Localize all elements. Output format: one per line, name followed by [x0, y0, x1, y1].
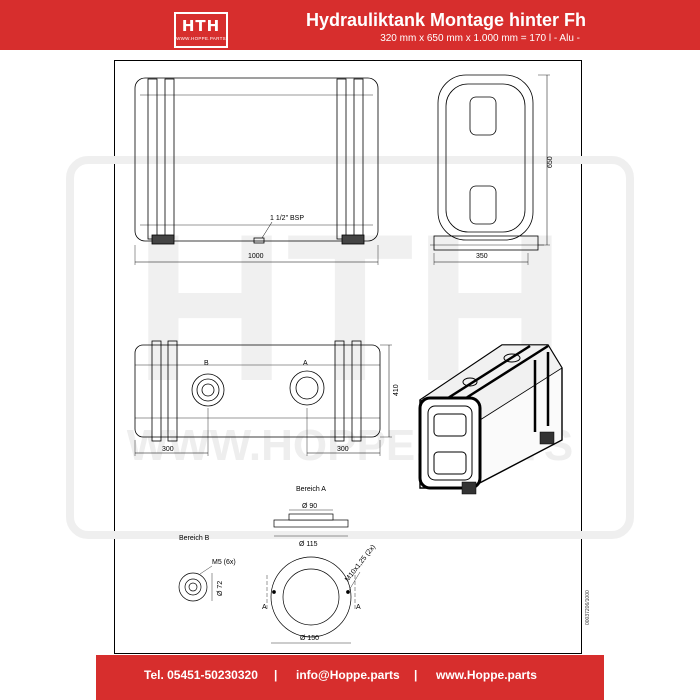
footer-phone: Tel. 05451-50230320	[144, 668, 258, 682]
section-a-left-label: A	[262, 604, 267, 611]
drawing-number: 00037206/1000	[585, 590, 591, 625]
m10-label: M10x1,25 (2x)	[344, 544, 377, 584]
logo-subtext: WWW.HOPPE.PARTS	[176, 36, 226, 41]
footer-website[interactable]: www.Hoppe.parts	[436, 668, 537, 682]
dia-150-label: Ø 150	[300, 635, 319, 642]
footer-bar: Tel. 05451-50230320 | info@Hoppe.parts |…	[96, 655, 604, 700]
bsp-label: 1 1/2" BSP	[270, 215, 304, 222]
footer-separator: |	[274, 668, 278, 682]
front-view	[430, 74, 550, 265]
drawing-frame	[114, 60, 582, 654]
dim-410-label: 410	[393, 384, 400, 396]
page-title: Hydrauliktank Montage hinter Fh	[305, 10, 586, 30]
dia-72-label: Ø 72	[217, 581, 224, 596]
logo-text: HTH	[181, 17, 221, 35]
detail-bereich-a	[266, 509, 361, 644]
page-subtitle: 320 mm x 650 mm x 1.000 mm = 170 l - Alu…	[380, 33, 580, 44]
side-view	[134, 77, 379, 265]
section-a-right-label: A	[356, 604, 361, 611]
dim-650-label: 650	[547, 156, 554, 168]
port-b-label: B	[204, 360, 209, 367]
dim-1000-label: 1000	[248, 253, 264, 260]
bereich-a-title: Bereich A	[296, 486, 326, 493]
port-a-label: A	[303, 360, 308, 367]
top-view	[134, 340, 392, 456]
m5-label: M5 (6x)	[212, 559, 236, 566]
footer-separator: |	[414, 668, 418, 682]
footer-email[interactable]: info@Hoppe.parts	[296, 668, 400, 682]
isometric-view	[418, 344, 563, 495]
detail-bereich-b	[178, 565, 213, 602]
bereich-b-title: Bereich B	[179, 535, 210, 542]
dim-300-left-label: 300	[162, 446, 174, 453]
hth-logo: HTH WWW.HOPPE.PARTS	[174, 12, 228, 48]
header-bar: HTH WWW.HOPPE.PARTS Hydrauliktank Montag…	[0, 0, 700, 50]
dim-350-label: 350	[476, 253, 488, 260]
dia-90-label: Ø 90	[302, 503, 317, 510]
dim-300-right-label: 300	[337, 446, 349, 453]
dia-115-label: Ø 115	[299, 541, 318, 548]
